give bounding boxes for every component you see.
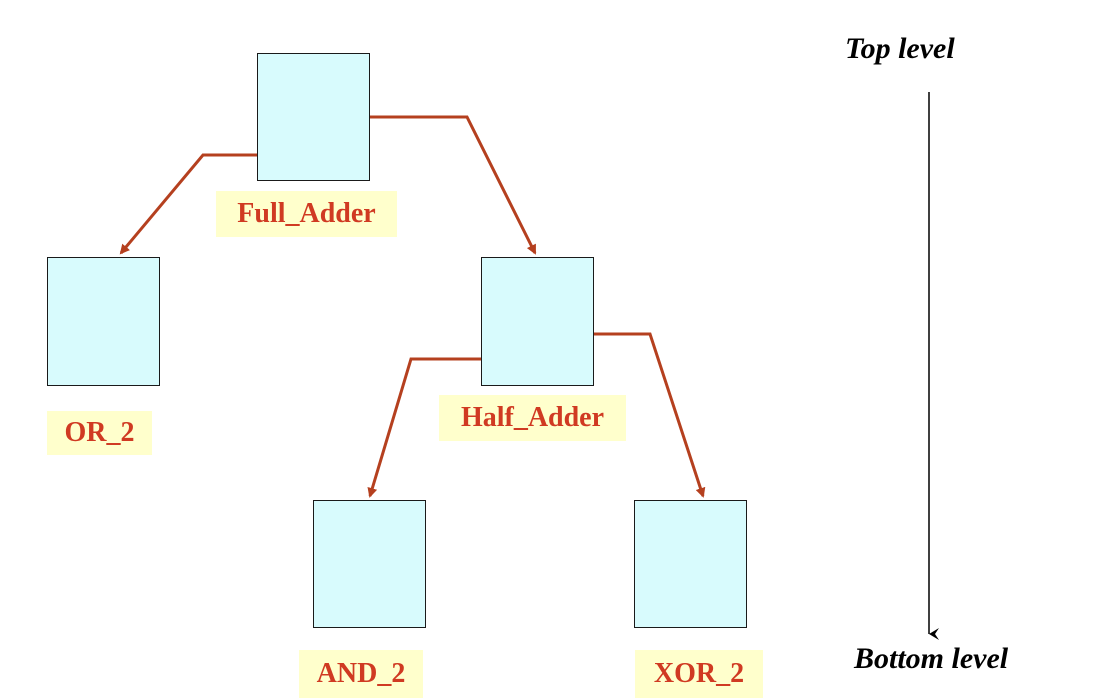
xor-2-box xyxy=(634,500,747,628)
connector-half-adder-to-xor-2 xyxy=(566,332,706,498)
and-2-box xyxy=(313,500,426,628)
full-adder-label: Full_Adder xyxy=(216,191,397,237)
or-2-box xyxy=(47,257,160,386)
xor-2-label: XOR_2 xyxy=(635,650,763,698)
full-adder-box xyxy=(257,53,370,181)
and-2-label: AND_2 xyxy=(299,650,423,698)
connector-half-adder-to-and-2 xyxy=(367,357,496,498)
connector-full-adder-to-or-2 xyxy=(119,153,272,255)
or-2-label: OR_2 xyxy=(47,411,152,455)
top-level-label: Top level xyxy=(845,32,955,65)
bottom-level-label: Bottom level xyxy=(854,642,1009,675)
half-adder-box xyxy=(481,257,594,386)
connector-full-adder-to-half-adder xyxy=(342,115,537,255)
half-adder-label: Half_Adder xyxy=(439,395,626,441)
